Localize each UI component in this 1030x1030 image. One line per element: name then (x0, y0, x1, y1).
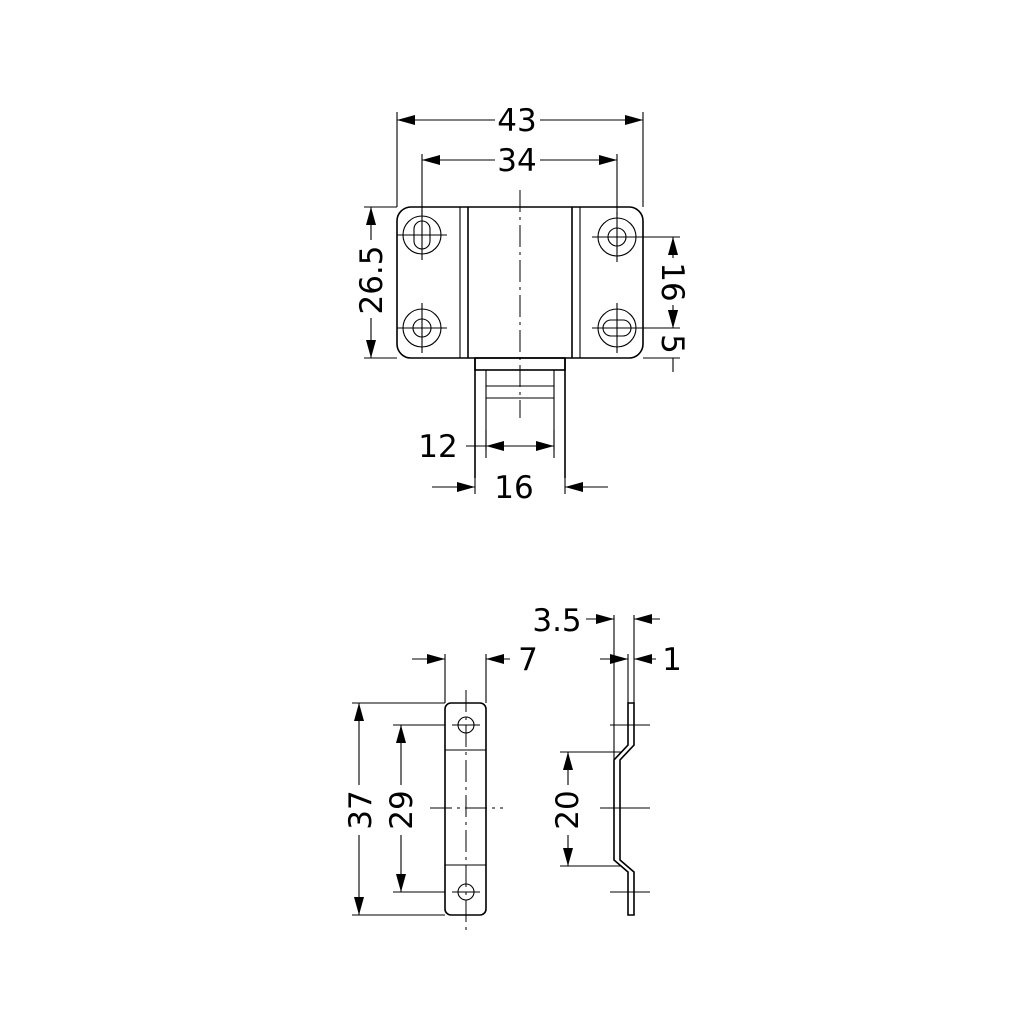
dim-label-34: 34 (497, 143, 536, 179)
strike-plate-view: 7 37 29 (343, 642, 538, 930)
dim-overall-width: 43 (396, 103, 644, 207)
dim-label-1: 1 (662, 642, 682, 678)
dim-vertical-hole-spacing: 16 (654, 237, 690, 328)
dim-height: 26.5 (354, 206, 397, 359)
dim-label-26-5: 26.5 (354, 245, 390, 314)
dim-inner-width: 12 (418, 429, 555, 465)
dim-side-thickness: 1 (600, 642, 682, 678)
dim-side-depth: 3.5 (532, 603, 660, 639)
dim-hole-spacing: 34 (421, 143, 618, 215)
dim-side-offset-length: 20 (550, 751, 622, 867)
catch-front-view: 43 34 26.5 16 (354, 103, 690, 506)
strike-hole-top (452, 716, 480, 734)
dim-label-7: 7 (518, 642, 538, 678)
dim-edge-offset: 5 (643, 310, 690, 372)
strike-side-view: 3.5 1 20 (532, 603, 682, 916)
dim-label-29: 29 (384, 790, 420, 829)
dim-outer-width: 16 (432, 470, 608, 506)
dim-label-43: 43 (497, 103, 536, 139)
mounting-hole-top-right (592, 212, 680, 262)
dim-strike-width: 7 (412, 642, 538, 703)
dim-label-37: 37 (343, 790, 379, 829)
dim-label-3-5: 3.5 (532, 603, 581, 639)
dim-strike-length: 37 (343, 702, 445, 916)
strike-hole-bottom (452, 883, 480, 901)
dim-strike-hole-spacing: 29 (384, 724, 445, 893)
dim-label-12: 12 (418, 429, 457, 465)
strike-side-profile (613, 702, 635, 916)
dim-label-16-vertical: 16 (654, 262, 690, 301)
mounting-hole-bottom-right (592, 303, 680, 353)
dim-label-5: 5 (654, 334, 690, 354)
mounting-hole-bottom-left (397, 303, 447, 353)
dim-label-20: 20 (550, 790, 586, 829)
mounting-hole-top-left (397, 210, 447, 260)
dim-label-16-horizontal: 16 (494, 470, 533, 506)
